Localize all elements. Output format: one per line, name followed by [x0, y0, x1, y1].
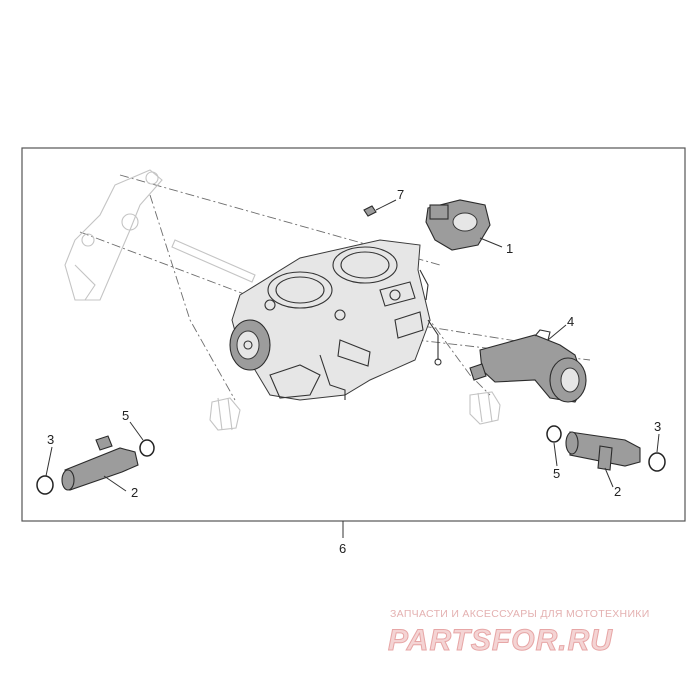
- callout-3-left: 3: [47, 432, 54, 447]
- ghost-rod: [171, 239, 256, 283]
- o-ring-right-part-5: [546, 425, 562, 443]
- o-ring-left-part-3: [36, 475, 54, 495]
- watermark: ЗАПЧАСТИ И АКСЕССУАРЫ ДЛЯ МОТОТЕХНИКИ PA…: [388, 608, 650, 658]
- ghost-clip-left: [209, 397, 241, 431]
- injector-left-part-2: [61, 435, 139, 491]
- leader-lines: [45, 199, 660, 538]
- callout-6: 6: [339, 541, 346, 556]
- watermark-tagline: ЗАПЧАСТИ И АКСЕССУАРЫ ДЛЯ МОТОТЕХНИКИ: [390, 608, 650, 620]
- ghost-intake-manifold: [64, 169, 163, 301]
- callout-4: 4: [567, 314, 574, 329]
- assembly-frame: [21, 147, 686, 522]
- ghost-clip-right: [469, 391, 501, 425]
- screw-part-7: [363, 205, 377, 217]
- watermark-brand: PARTSFOR.RU: [388, 624, 613, 657]
- callout-3-right: 3: [654, 419, 661, 434]
- throttle-pulley: [229, 319, 271, 371]
- callout-5-right: 5: [553, 466, 560, 481]
- callout-2-right: 2: [614, 484, 621, 499]
- throttle-body: [231, 239, 442, 401]
- injector-right-part-2: [565, 431, 641, 471]
- callout-1: 1: [506, 241, 513, 256]
- sensor-part-1: [425, 199, 491, 251]
- actuator-part-4: [469, 329, 587, 403]
- callout-2-left: 2: [131, 485, 138, 500]
- callout-7: 7: [397, 187, 404, 202]
- o-ring-right-part-3: [648, 452, 666, 472]
- callout-5-left: 5: [122, 408, 129, 423]
- callouts: 7 1 4 3 5 2 5 2 3 6: [47, 187, 661, 556]
- o-ring-left-part-5: [139, 439, 155, 457]
